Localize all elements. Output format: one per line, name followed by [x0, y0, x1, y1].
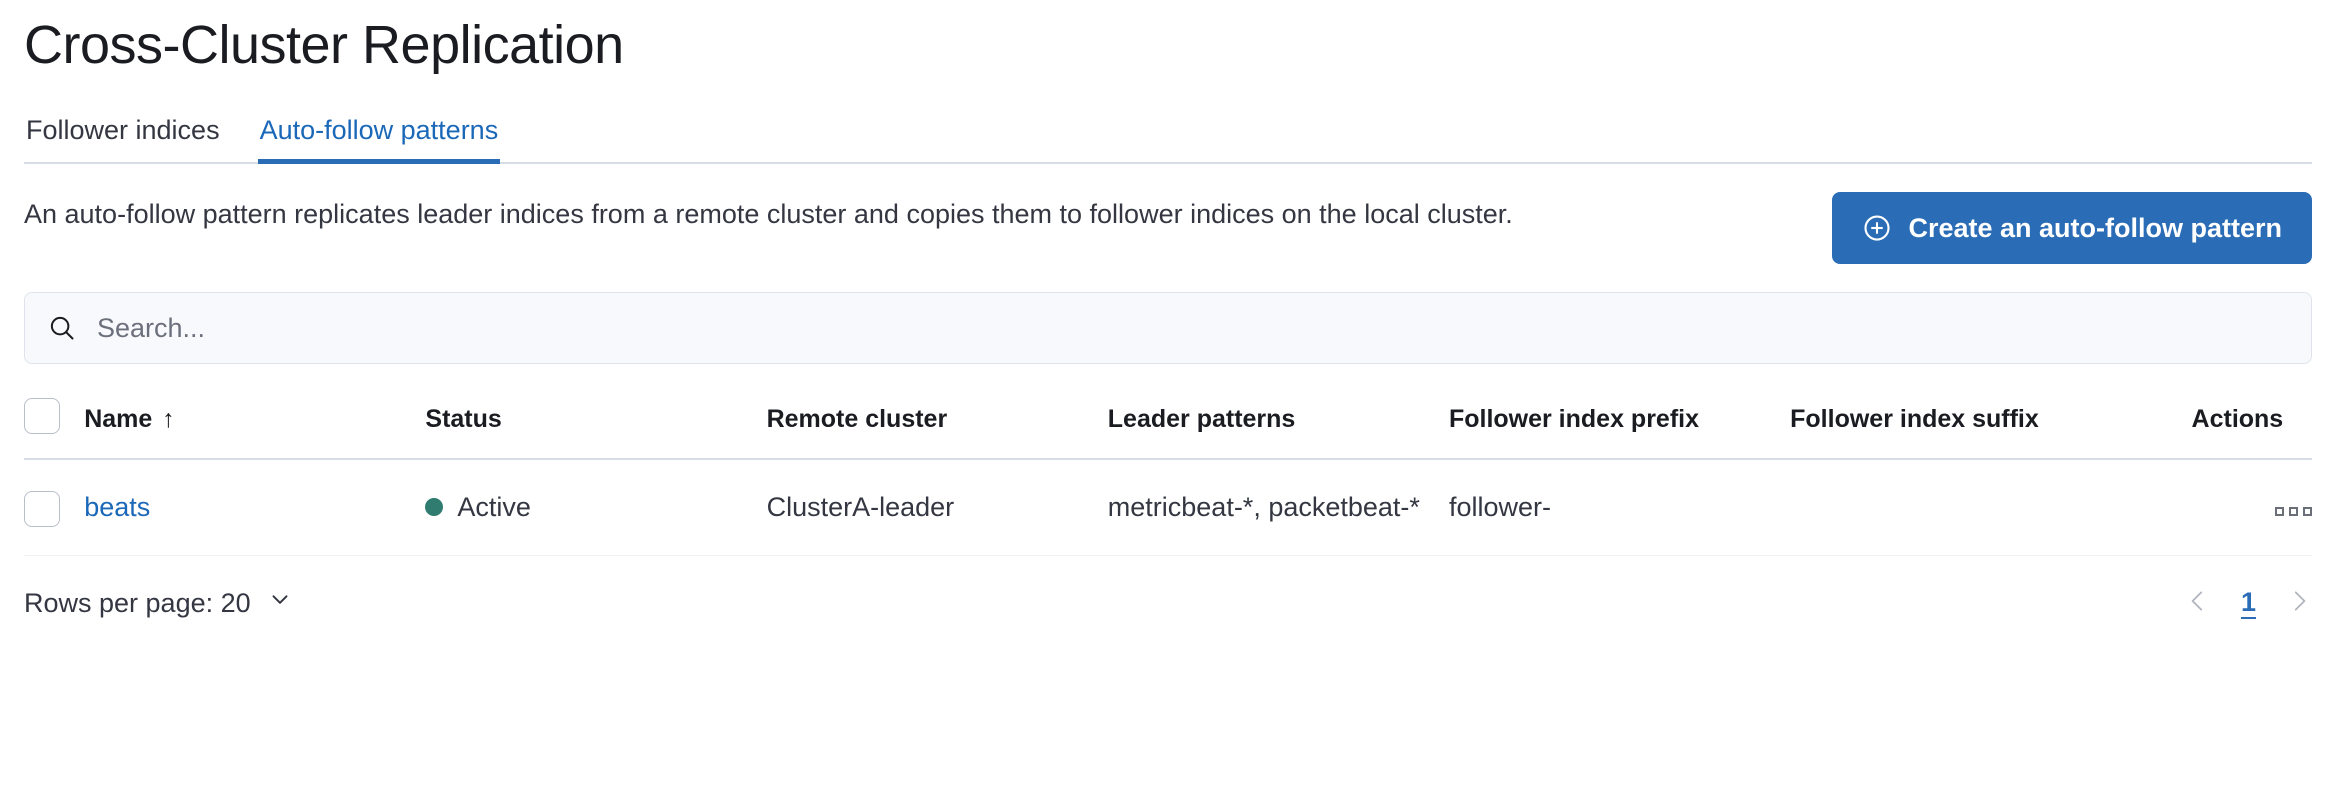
column-header-status[interactable]: Status	[425, 398, 767, 460]
column-header-follower-index-prefix[interactable]: Follower index prefix	[1448, 398, 1791, 460]
next-page-button[interactable]	[2286, 586, 2312, 619]
pagination: 1	[2185, 586, 2312, 619]
cell-name: beats	[84, 459, 426, 556]
cell-leader-patterns: metricbeat-*, packetbeat-*	[1107, 459, 1449, 556]
table-body: beats Active ClusterA-leader metricbeat-…	[24, 459, 2312, 556]
column-header-name[interactable]: Name ↑	[84, 398, 426, 460]
more-actions-dot-2	[2289, 507, 2298, 517]
row-select-cell	[24, 459, 85, 556]
cell-follower-index-suffix	[1790, 459, 2192, 556]
select-all-header	[24, 398, 85, 460]
page-button-1[interactable]: 1	[2237, 587, 2260, 618]
status-dot-icon	[425, 498, 444, 517]
create-auto-follow-pattern-label: Create an auto-follow pattern	[1908, 213, 2282, 243]
cell-follower-index-prefix: follower-	[1448, 459, 1791, 556]
intro-section: An auto-follow pattern replicates leader…	[24, 192, 2312, 264]
table-header-row: Name ↑ Status Remote cluster Leader patt…	[24, 398, 2312, 460]
search-input[interactable]	[95, 293, 2289, 363]
column-header-follower-index-suffix[interactable]: Follower index suffix	[1790, 398, 2192, 460]
create-auto-follow-pattern-button[interactable]: Create an auto-follow pattern	[1832, 192, 2312, 264]
page-title: Cross-Cluster Replication	[24, 15, 624, 75]
table-header: Name ↑ Status Remote cluster Leader patt…	[24, 398, 2312, 460]
column-header-leader-patterns[interactable]: Leader patterns	[1107, 398, 1449, 460]
search-bar[interactable]	[24, 292, 2312, 364]
table-footer: Rows per page: 20 1	[24, 586, 2312, 620]
tab-auto-follow-patterns[interactable]: Auto-follow patterns	[257, 114, 501, 164]
sort-by-name[interactable]: Name ↑	[84, 404, 175, 434]
column-header-remote-cluster[interactable]: Remote cluster	[766, 398, 1108, 460]
search-icon	[47, 313, 77, 343]
intro-description: An auto-follow pattern replicates leader…	[24, 199, 1513, 229]
chevron-down-icon	[267, 586, 293, 620]
column-header-name-label: Name	[84, 405, 153, 433]
chevron-right-icon	[2286, 586, 2312, 619]
cell-actions	[2191, 459, 2312, 556]
more-actions-dot-1	[2275, 507, 2284, 517]
sort-ascending-arrow-icon: ↑	[162, 404, 175, 433]
tab-follower-indices[interactable]: Follower indices	[24, 114, 222, 162]
auto-follow-patterns-table: Name ↑ Status Remote cluster Leader patt…	[24, 398, 2312, 556]
more-actions-icon[interactable]	[2275, 507, 2312, 517]
select-all-checkbox[interactable]	[24, 398, 60, 434]
table-row: beats Active ClusterA-leader metricbeat-…	[24, 459, 2312, 556]
status-badge: Active	[425, 488, 531, 526]
rows-per-page-selector[interactable]: Rows per page: 20	[24, 586, 293, 620]
plus-in-circle-icon	[1862, 213, 1892, 243]
row-select-checkbox[interactable]	[24, 490, 60, 527]
chevron-left-icon	[2185, 586, 2211, 619]
previous-page-button[interactable]	[2185, 586, 2211, 619]
column-header-actions: Actions	[2191, 398, 2312, 460]
cell-remote-cluster: ClusterA-leader	[766, 459, 1108, 556]
tab-bar: Follower indices Auto-follow patterns	[24, 102, 2312, 164]
more-actions-dot-3	[2303, 507, 2312, 517]
cell-status: Active	[425, 459, 767, 556]
rows-per-page-label: Rows per page: 20	[24, 587, 251, 618]
status-label: Active	[457, 492, 531, 523]
auto-follow-pattern-link[interactable]: beats	[84, 492, 151, 523]
